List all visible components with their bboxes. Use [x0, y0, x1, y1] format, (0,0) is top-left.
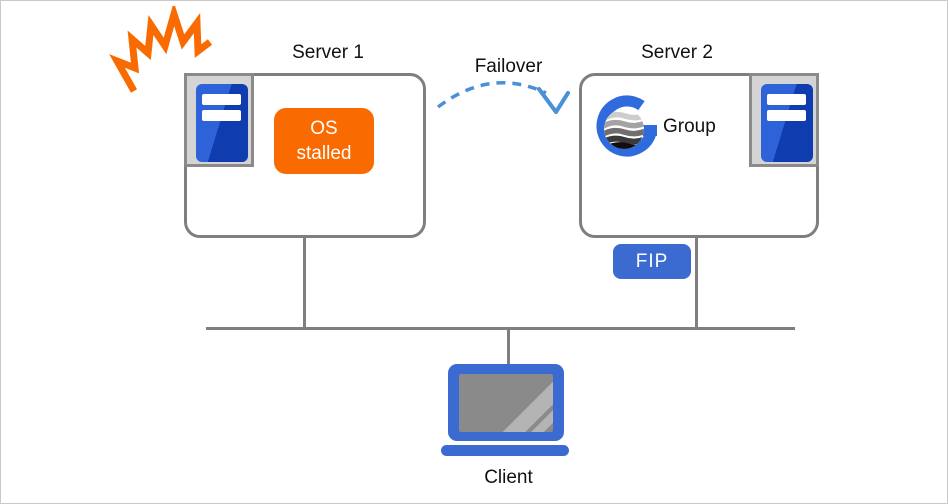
laptop-icon	[448, 364, 564, 441]
laptop-screen	[459, 374, 553, 432]
server-tower-icon	[196, 84, 248, 162]
connector-server1	[303, 237, 306, 329]
laptop-base	[441, 445, 569, 456]
server-slot-icon	[202, 110, 241, 121]
client-label: Client	[484, 467, 533, 488]
failover-arrow-icon	[436, 81, 570, 114]
connector-server2	[695, 237, 698, 329]
network-bus-line	[206, 327, 795, 330]
server2-title: Server 2	[641, 42, 713, 63]
fip-badge: FIP	[613, 244, 691, 279]
server1-icon	[184, 73, 254, 167]
server1-title: Server 1	[292, 42, 364, 63]
group-logo-icon	[596, 95, 658, 157]
server2-icon	[749, 73, 819, 167]
server-slot-icon	[767, 110, 806, 121]
server-slot-icon	[202, 94, 241, 105]
os-stalled-badge: OS stalled	[274, 108, 374, 174]
crash-explosion-icon	[109, 6, 213, 93]
server-tower-icon	[761, 84, 813, 162]
failover-label: Failover	[474, 56, 543, 77]
group-label: Group	[663, 116, 716, 137]
connector-client	[507, 330, 510, 366]
server-slot-icon	[767, 94, 806, 105]
